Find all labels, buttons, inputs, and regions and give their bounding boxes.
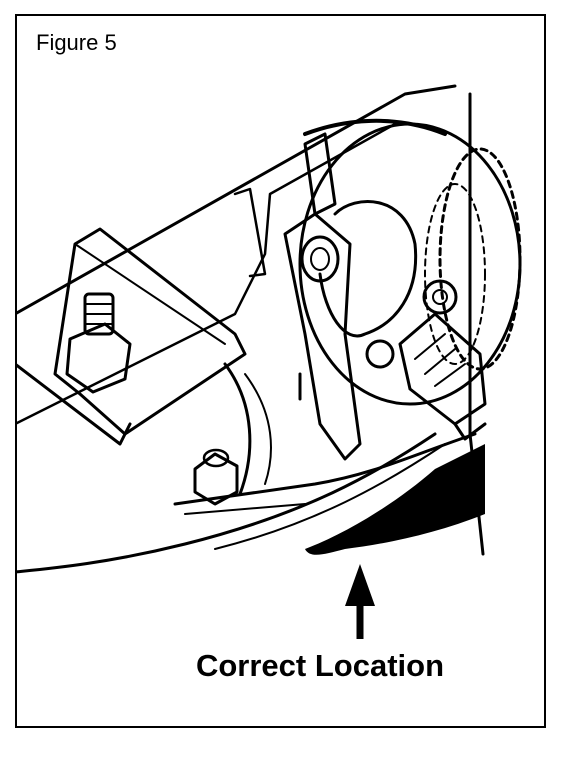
arrow-up-icon bbox=[345, 564, 375, 639]
horn-cup bbox=[318, 200, 418, 338]
nut-left bbox=[65, 292, 132, 394]
mount-strap bbox=[283, 212, 362, 461]
horn-connector bbox=[398, 312, 487, 441]
figure-label: Figure 5 bbox=[36, 30, 117, 55]
horn-diagram bbox=[15, 84, 522, 639]
wire-harness bbox=[15, 432, 437, 574]
nut-lower bbox=[193, 448, 239, 506]
shaded-region bbox=[305, 444, 485, 555]
horn-outer bbox=[298, 122, 522, 406]
figure-caption: Correct Location bbox=[195, 648, 445, 683]
upper-panel bbox=[15, 84, 457, 406]
left-bracket bbox=[53, 227, 247, 436]
figure-frame bbox=[15, 14, 546, 728]
